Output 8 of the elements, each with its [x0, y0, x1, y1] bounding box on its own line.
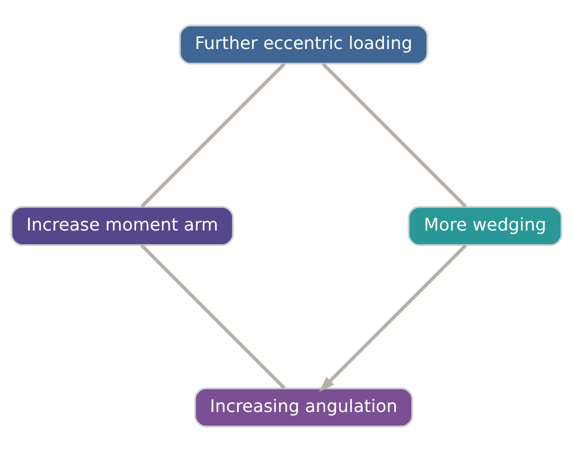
arrow	[319, 244, 467, 392]
connector	[322, 62, 468, 208]
connector	[140, 244, 286, 390]
node-box: More wedging	[408, 206, 562, 246]
node-box: Further eccentric loading	[179, 24, 428, 65]
connector	[140, 62, 286, 208]
node-box: Increasing angulation	[194, 387, 414, 428]
node-box: Increase moment arm	[10, 206, 234, 246]
